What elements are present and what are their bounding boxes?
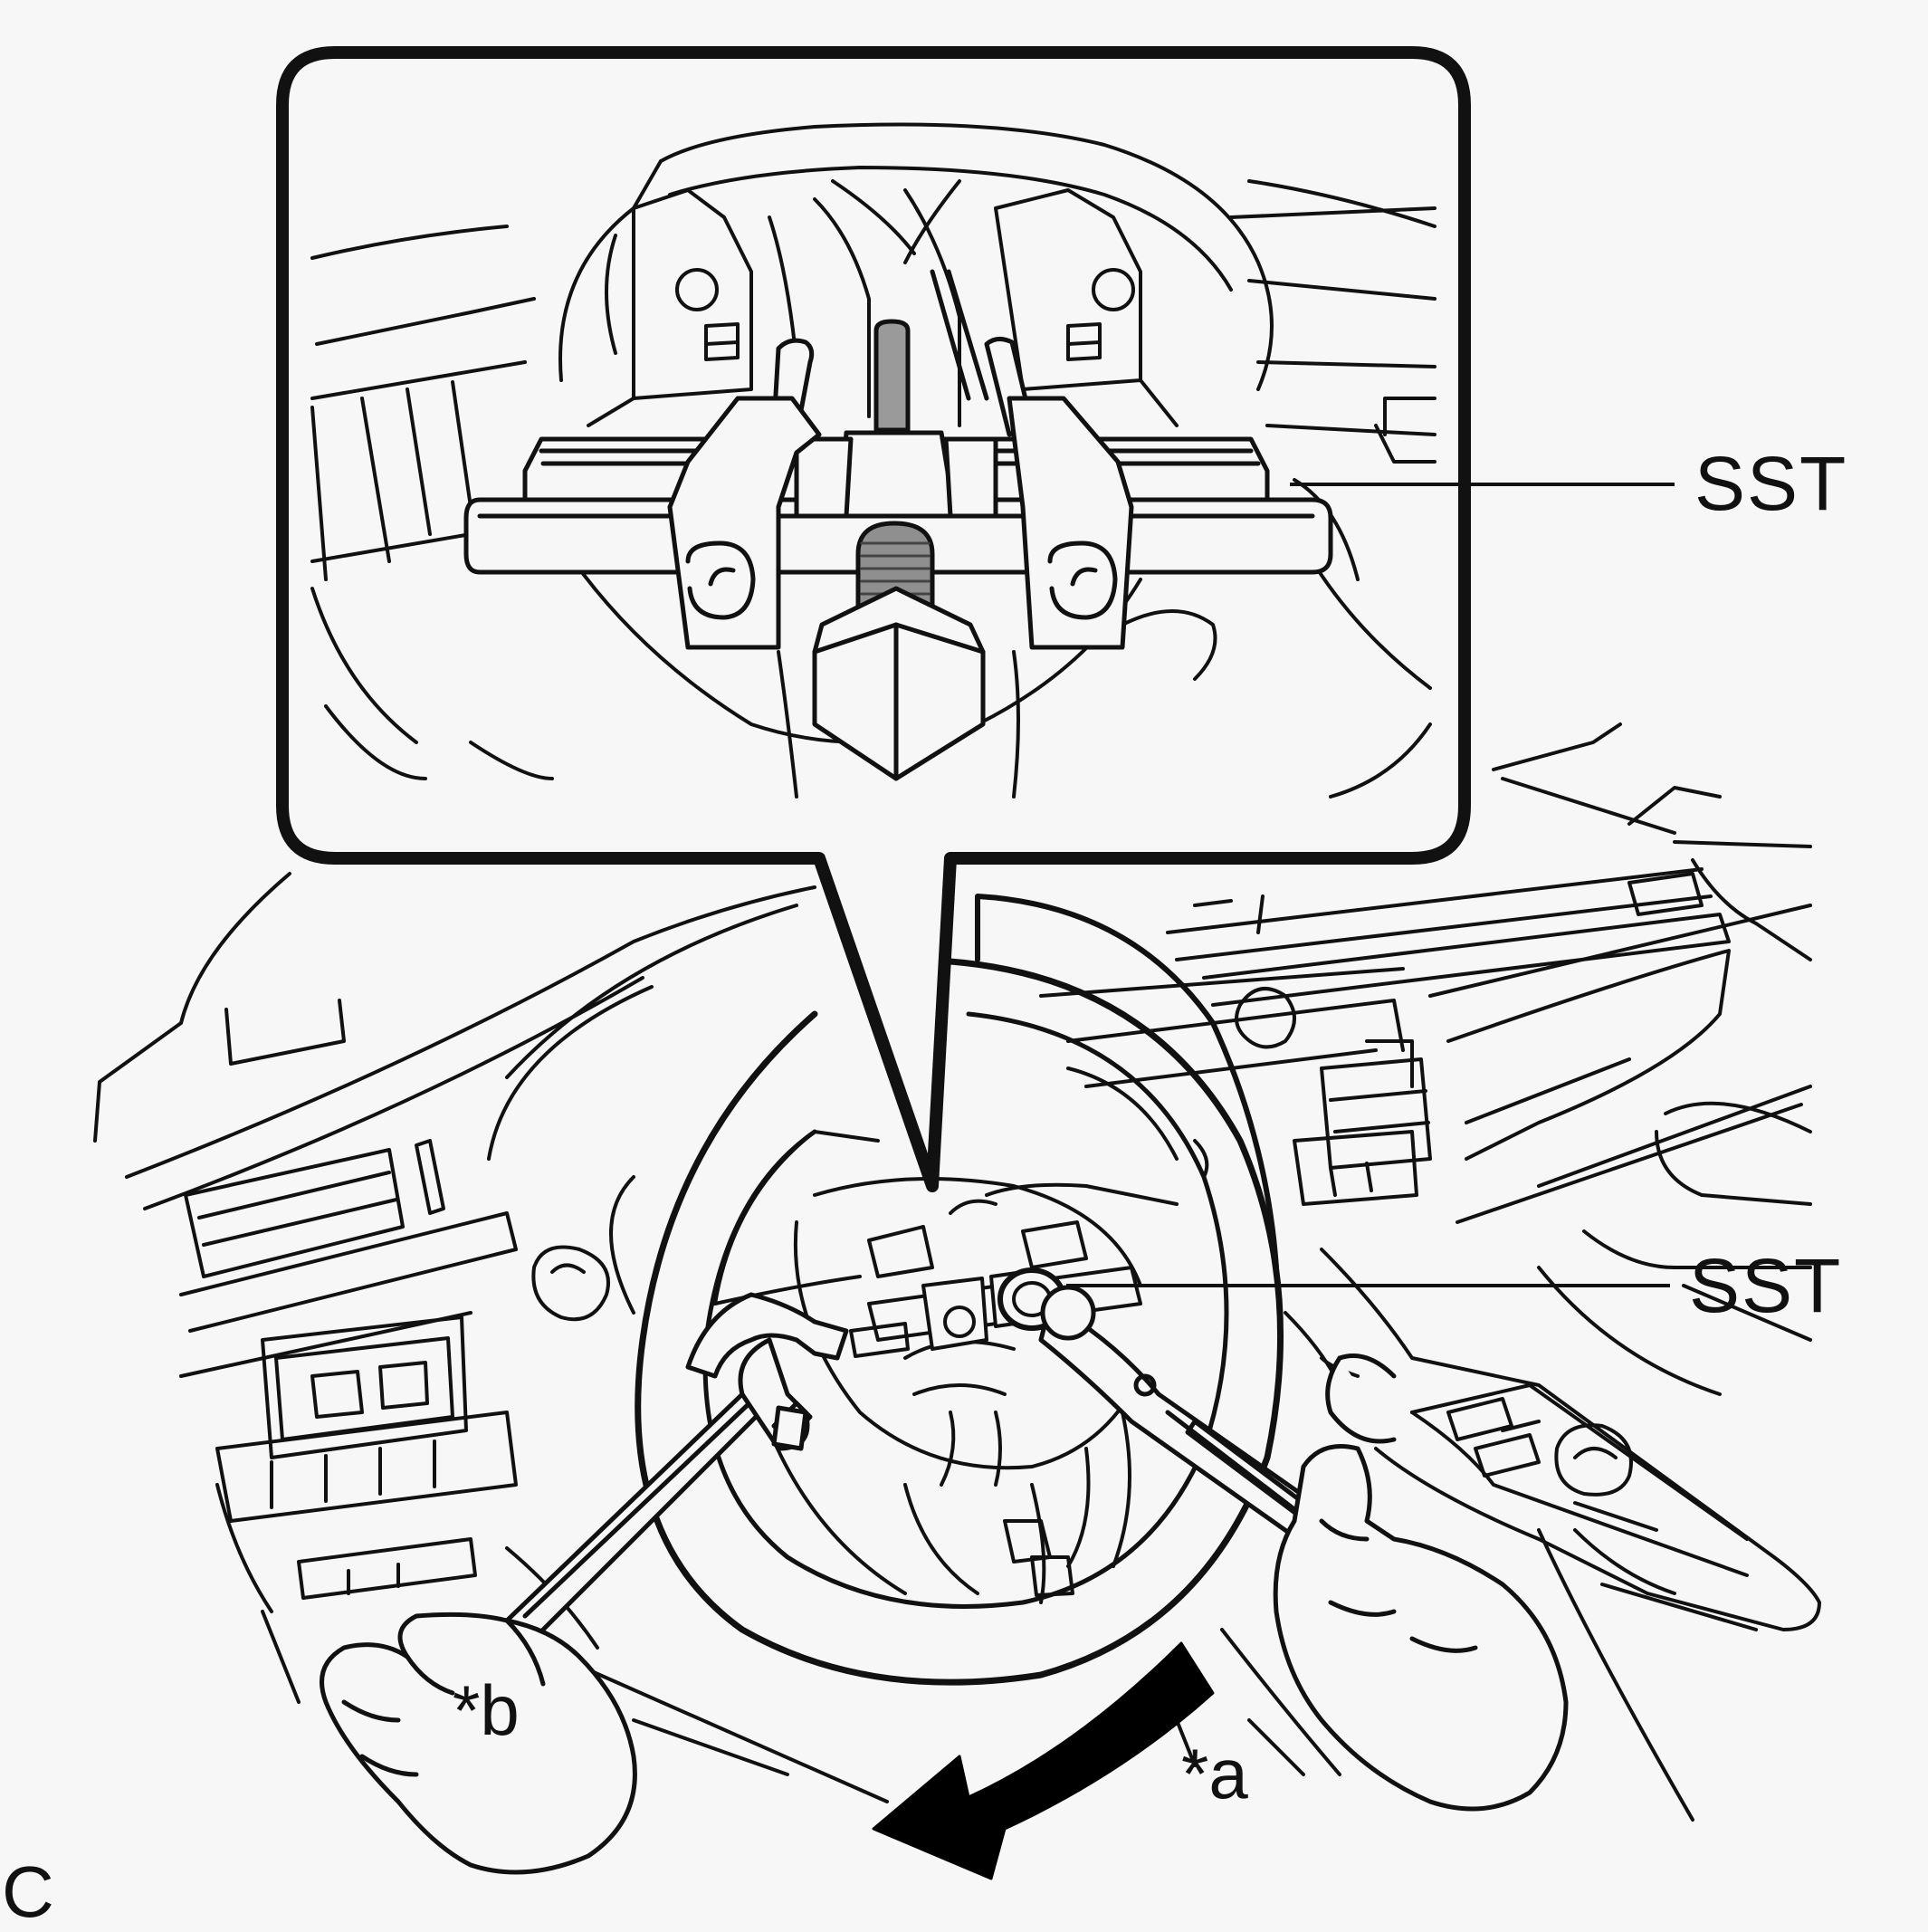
left-hand bbox=[320, 1612, 637, 1875]
sst-label-top: SST bbox=[1694, 441, 1848, 526]
sst-label-bottom: SST bbox=[1689, 1243, 1843, 1328]
label-star-b: *b bbox=[453, 1670, 520, 1750]
steering-wheel bbox=[635, 894, 1284, 1686]
wrench-left bbox=[504, 1292, 849, 1646]
leader-lines bbox=[1066, 483, 1675, 1287]
sst-puller-detail bbox=[463, 269, 1333, 781]
dashboard-outline bbox=[93, 722, 1821, 1822]
corner-reference-letter: C bbox=[2, 1851, 54, 1932]
callout-hub-detail bbox=[310, 122, 1436, 799]
rotation-arrow bbox=[872, 1641, 1215, 1880]
label-star-a: *a bbox=[1181, 1734, 1248, 1813]
right-hand bbox=[1273, 1353, 1569, 1812]
